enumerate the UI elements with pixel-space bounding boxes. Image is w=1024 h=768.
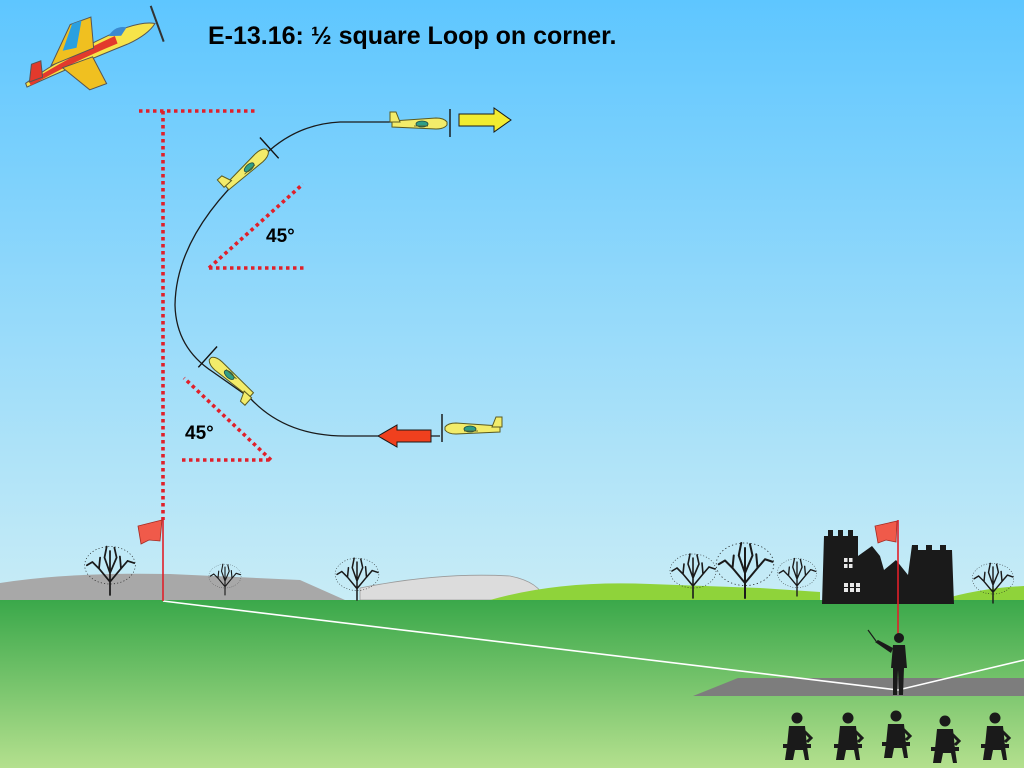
hill-green [490,583,820,600]
sky [0,0,1024,600]
hill-left [0,573,345,600]
sight-lines [162,600,1024,691]
pilot-icon [867,629,907,695]
marker-flag-icon [874,520,898,544]
lower-angle-label: 45° [185,423,214,444]
upper-angle-ray [207,182,305,270]
logo-airplane-icon [25,5,165,91]
castle-icon [822,530,954,604]
page-title: E-13.16: ½ square Loop on corner. [208,22,617,50]
box-guides [139,109,305,520]
upper-angle-label: 45° [266,226,295,247]
hill-green-right [940,586,1024,600]
lower-angle-ray [182,376,273,462]
flight-path [174,121,440,437]
direction-arrow-icon [377,424,432,448]
marker-flag-icon [137,519,163,545]
direction-arrow-icon [458,107,512,133]
runway [693,678,1024,696]
